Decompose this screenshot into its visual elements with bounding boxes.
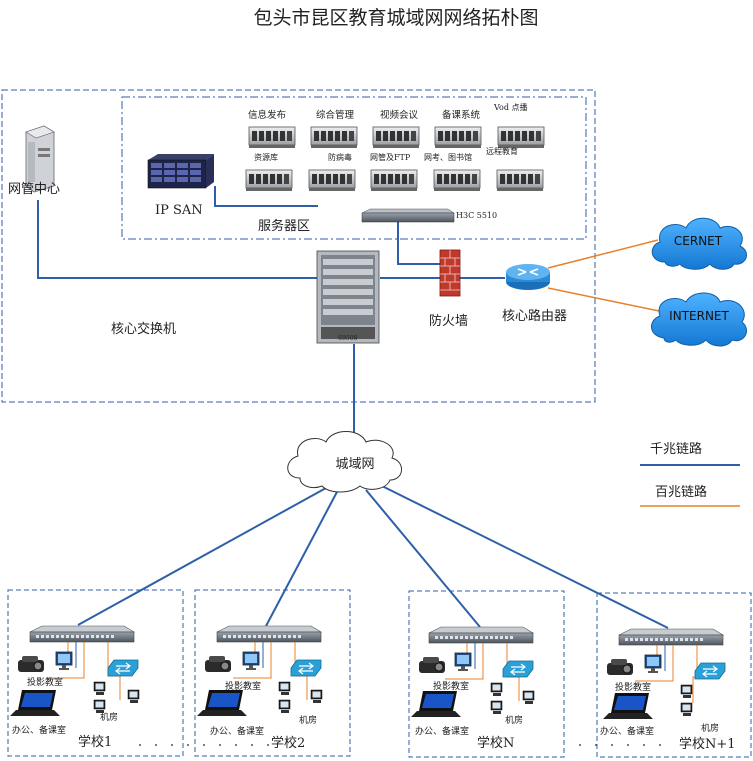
legend-gigabit-label: 千兆链路: [650, 441, 702, 457]
server-row-bottom: [245, 169, 544, 192]
server-label-nms-ftp: 网管及FTP: [370, 152, 411, 162]
nms-label: 网管中心: [8, 182, 60, 197]
server-label-exam-library: 网考、图书馆: [424, 152, 472, 162]
server-switch-icon: [361, 208, 455, 223]
school-n-plus-1: 投影教室 机房 办公、备课室 学校N+1: [596, 592, 752, 758]
server-row-top: [248, 126, 545, 149]
school-n-name: 学校N: [477, 735, 514, 751]
school-1-lab: 机房: [100, 711, 118, 723]
school-1: 投影教室 机房 办公、备课室 学校1: [7, 589, 184, 757]
school-2-lab: 机房: [299, 714, 317, 726]
school-n-proj: 投影教室: [433, 680, 469, 692]
school-1-name: 学校1: [78, 734, 112, 750]
server-label-prep: 备课系统: [442, 109, 481, 121]
internet-cloud-icon: [651, 292, 747, 347]
school-2-office: 办公、备课室: [210, 725, 264, 737]
school-n1-proj: 投影教室: [615, 681, 651, 693]
server-label-info: 信息发布: [248, 109, 286, 121]
server-switch-label: H3C 5510: [456, 211, 497, 220]
cernet-cloud-icon: [651, 217, 748, 270]
school-n-lab: 机房: [505, 714, 523, 726]
school-n1-office: 办公、备课室: [600, 725, 654, 737]
school-1-office: 办公、备课室: [12, 724, 66, 736]
school-n1-name: 学校N+1: [679, 736, 736, 752]
man-label: 城域网: [335, 457, 374, 472]
school-n1-lab: 机房: [701, 722, 719, 734]
diagram-title: 包头市昆区教育城域网网络拓朴图: [253, 7, 538, 29]
school-2-proj: 投影教室: [225, 680, 261, 692]
school-ellipsis: [139, 744, 661, 746]
server-label-antivirus: 防病毒: [328, 152, 352, 162]
ip-san-icon: [147, 154, 214, 189]
server-label-mgmt: 综合管理: [316, 109, 355, 121]
core-router-icon: [506, 264, 550, 290]
core-boundary: [1, 89, 596, 403]
internet-label: INTERNET: [669, 309, 729, 323]
core-switch-icon: [316, 250, 380, 344]
nms-server-icon: [25, 125, 55, 193]
server-label-vod: Vod 点播: [493, 102, 528, 112]
server-label-remote-edu: 远程教育: [486, 146, 518, 156]
firewall-label: 防火墙: [429, 313, 468, 329]
server-area-label: 服务器区: [258, 218, 310, 234]
man-cloud-icon: [287, 431, 402, 493]
server-label-video: 视频会议: [380, 109, 419, 121]
school-2-name: 学校2: [271, 735, 305, 751]
fast-links: [547, 239, 665, 313]
ip-san-label: IP SAN: [155, 203, 203, 218]
school-n: 投影教室 机房 办公、备课室 学校N: [408, 590, 565, 758]
legend-fast-label: 百兆链路: [655, 484, 707, 500]
school-n-office: 办公、备课室: [415, 725, 469, 737]
school-2: 投影教室 机房 办公、备课室 学校2: [194, 589, 351, 757]
school-1-proj: 投影教室: [27, 676, 63, 688]
core-router-label: 核心路由器: [502, 308, 567, 324]
legend: 千兆链路 百兆链路: [640, 441, 740, 507]
cernet-label: CERNET: [674, 234, 723, 248]
server-label-resource: 资源库: [254, 152, 278, 162]
core-switch-model: S9508: [338, 335, 358, 342]
firewall-icon: [439, 249, 461, 297]
core-switch-label: 核心交换机: [111, 321, 176, 337]
server-area-boundary: [121, 96, 587, 240]
